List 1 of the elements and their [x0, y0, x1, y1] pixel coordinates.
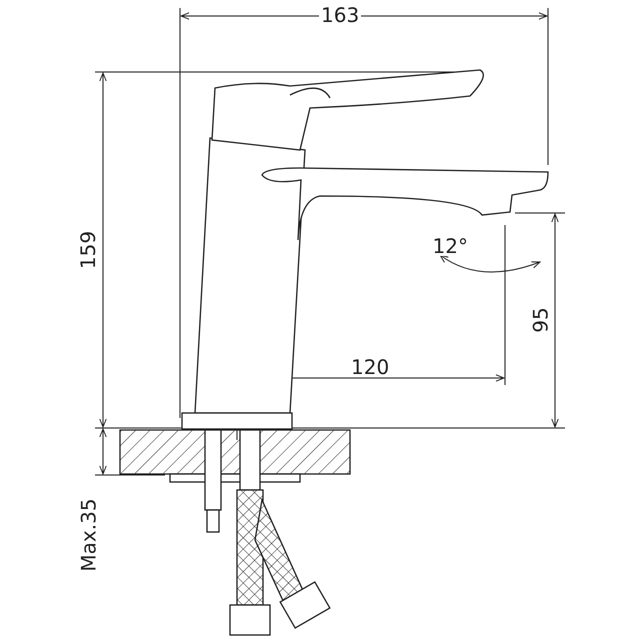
dimension-value: 163 [319, 5, 362, 25]
